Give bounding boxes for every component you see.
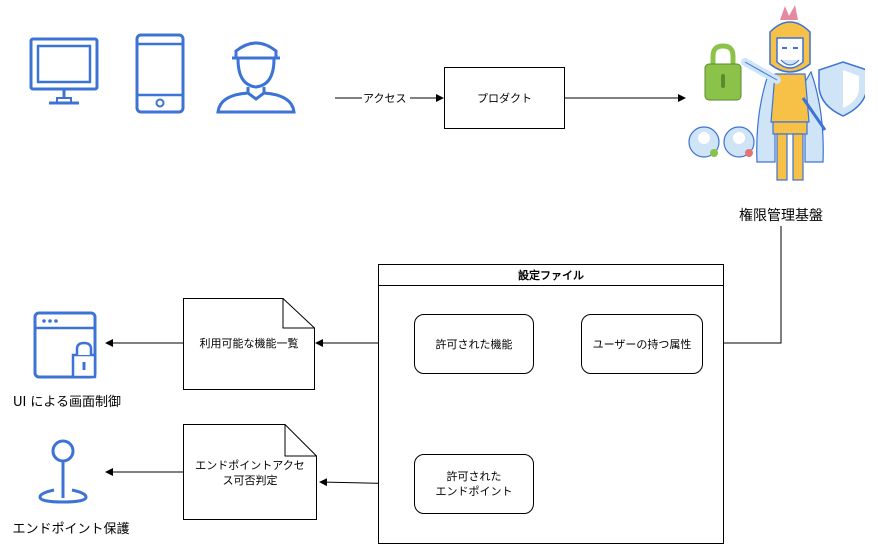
product-box: プロダクト: [444, 67, 565, 129]
endpoint-access-doc-shape: [183, 424, 317, 520]
endpoint-access-doc-line1: エンドポイントアクセ: [195, 459, 305, 472]
product-label: プロダクト: [477, 91, 532, 105]
allowed-endpoints-label-line1: 許可された: [446, 470, 502, 483]
allowed-features-box: 許可された機能: [414, 314, 534, 374]
shield-icon: [818, 61, 865, 117]
user-allowed-badge: [688, 126, 720, 158]
ui-control-label: UI による画面制御: [12, 395, 122, 410]
desktop-icon: [29, 37, 99, 105]
available-features-doc: 利用可能な機能一覧: [199, 337, 299, 350]
allowed-features-label: 許可された機能: [435, 337, 513, 351]
authz-platform-label: 権限管理基盤: [739, 208, 823, 224]
available-features-doc-shape: [183, 298, 315, 390]
user-icon: [216, 41, 296, 114]
king-guardian-icon: [688, 5, 865, 181]
user-attributes-label: ユーザーの持つ属性: [592, 337, 692, 351]
config-file-title: 設定ファイル: [379, 265, 723, 286]
allowed-endpoints-label-line2: エンドポイント: [435, 485, 513, 498]
endpoint-access-doc-line2: ス可否判定: [222, 474, 278, 487]
endpoint-access-doc: エンドポイントアクセ ス可否判定: [183, 458, 317, 488]
arrow-platform-to-attributes: [704, 226, 782, 347]
user-attributes-box: ユーザーの持つ属性: [581, 314, 703, 374]
user-denied-badge: [723, 126, 755, 158]
padlock-icon: [704, 43, 742, 101]
browser-lock-icon: [33, 311, 97, 379]
allowed-endpoints-box: 許可された エンドポイント: [414, 454, 534, 514]
tablet-icon: [135, 33, 185, 114]
access-label: アクセス: [363, 92, 407, 105]
location-pin-icon: [38, 439, 88, 504]
endpoint-protection-label: エンドポイント保護: [12, 522, 130, 537]
